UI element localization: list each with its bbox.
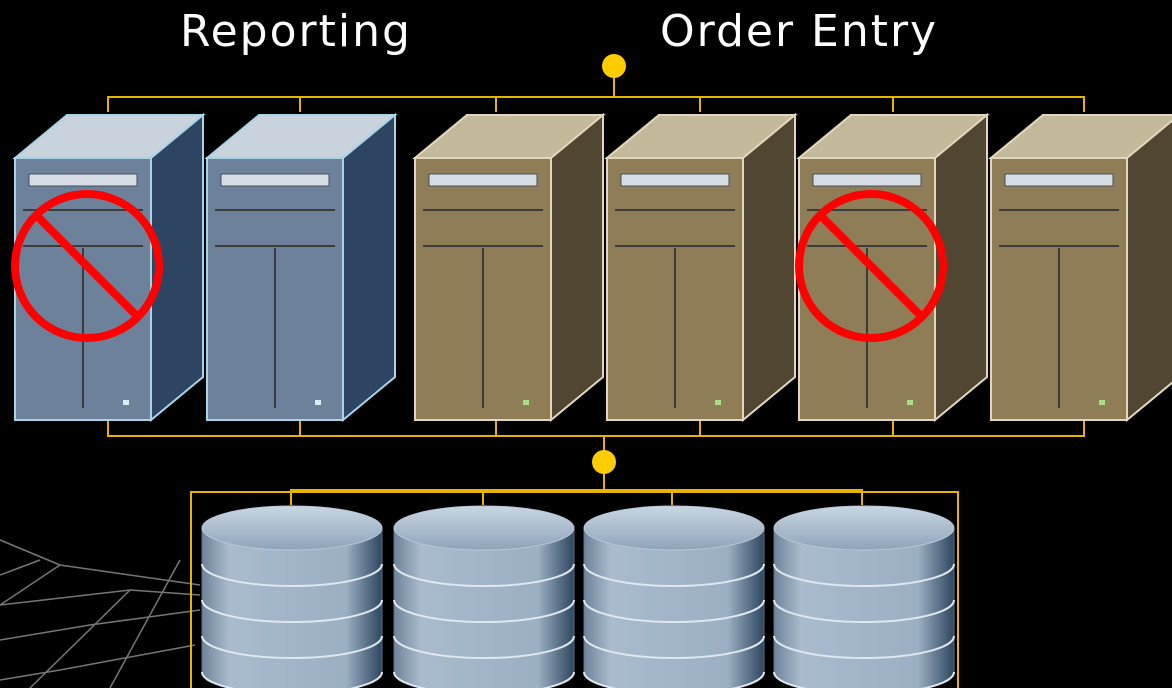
server-icon xyxy=(204,112,398,423)
blocked-icon xyxy=(795,190,947,342)
floor-grid xyxy=(0,539,201,688)
bottom-bus-line xyxy=(107,420,1085,437)
storage-bus-line xyxy=(290,489,863,505)
server-icon xyxy=(12,112,206,423)
disk-array xyxy=(201,505,955,688)
connector-node-icon xyxy=(602,54,626,78)
disk-icon xyxy=(773,505,955,688)
top-bus-line xyxy=(107,96,1085,112)
disk-icon xyxy=(201,505,383,688)
blocked-icon xyxy=(11,190,163,342)
disk-icon xyxy=(583,505,765,688)
order-entry-label: Order Entry xyxy=(660,6,939,57)
reporting-label: Reporting xyxy=(180,6,412,57)
server-icon xyxy=(412,112,606,423)
storage-frame xyxy=(190,491,959,688)
server-icon xyxy=(988,114,1172,423)
disk-icon xyxy=(393,505,575,688)
server-icon xyxy=(604,112,798,423)
connector-node-icon xyxy=(592,450,616,474)
server-icon xyxy=(796,112,990,423)
server-row xyxy=(11,112,1172,423)
